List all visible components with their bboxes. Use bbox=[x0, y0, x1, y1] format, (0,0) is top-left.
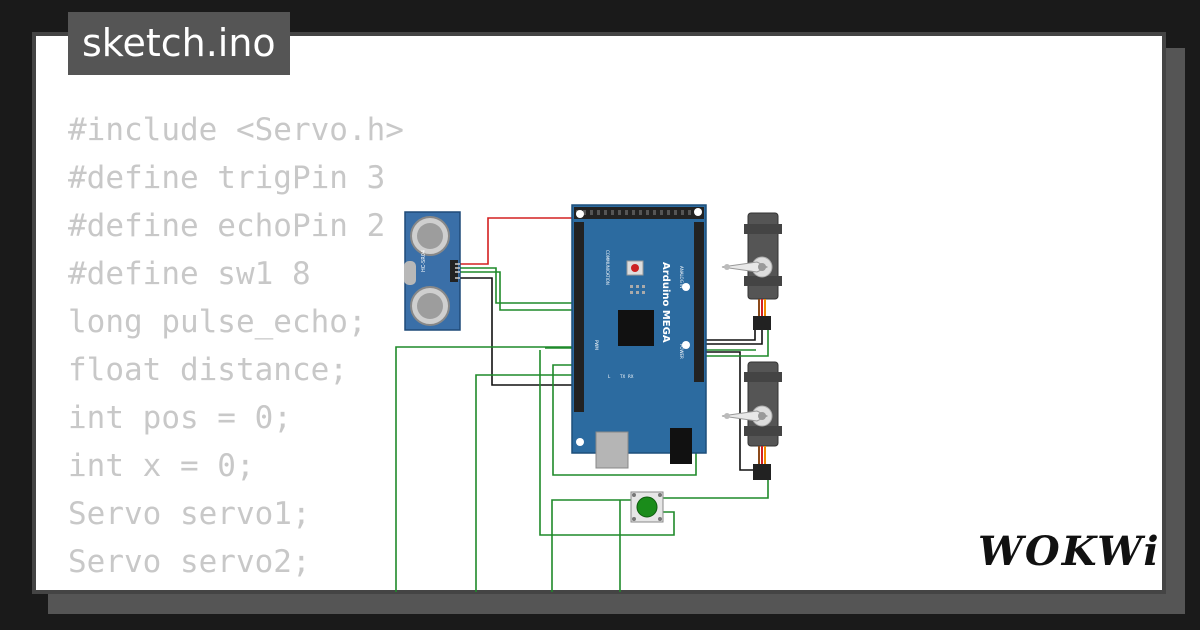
led-label-tx: TX bbox=[619, 374, 625, 379]
code-line: #define sw1 8 bbox=[68, 256, 311, 292]
reset-button-cap[interactable] bbox=[631, 264, 639, 272]
analog-label: ANALOG IN bbox=[679, 266, 684, 288]
wire-button-b[interactable] bbox=[539, 350, 675, 536]
wire-servo-signal-1[interactable] bbox=[395, 346, 578, 600]
code-line: int pos = 0; bbox=[68, 400, 292, 436]
wire-trig[interactable] bbox=[455, 267, 578, 304]
code-line: #define trigPin 3 bbox=[68, 160, 386, 196]
wire-servo-signal-2[interactable] bbox=[475, 374, 578, 600]
servo-motor-1[interactable] bbox=[721, 212, 782, 330]
code-line: #define echoPin 2 bbox=[68, 208, 386, 244]
code-line: long pulse_echo; bbox=[68, 304, 367, 340]
board-name-label: Arduino MEGA bbox=[660, 262, 671, 343]
comm-label: COMMUNICATION bbox=[605, 250, 610, 285]
code-line: Servo servo1; bbox=[68, 496, 311, 532]
wire-servo2-gnd[interactable] bbox=[700, 351, 755, 471]
code-preview: #include <Servo.h> #define trigPin 3 #defi… bbox=[68, 106, 404, 590]
microcontroller-chip bbox=[618, 310, 654, 346]
code-line: float distance; bbox=[68, 352, 348, 388]
wire-echo[interactable] bbox=[455, 271, 578, 311]
wire-servo2-power[interactable] bbox=[663, 478, 769, 499]
wire-sensor-gnd[interactable] bbox=[455, 277, 578, 386]
ultrasonic-sensor[interactable]: HC-SR04 bbox=[404, 211, 461, 331]
usb-port bbox=[595, 431, 629, 469]
power-jack bbox=[670, 428, 692, 464]
wire-servo1-vcc[interactable] bbox=[700, 330, 763, 345]
led-label-rx: RX bbox=[628, 374, 634, 379]
led-label-l: L bbox=[608, 374, 611, 379]
arduino-mega-board[interactable]: Arduino MEGA COMMUNICATION ANALOG IN POW… bbox=[571, 204, 707, 469]
wire-button-a[interactable] bbox=[551, 499, 631, 600]
code-line: #include <Servo.h> bbox=[68, 112, 404, 148]
wire-servo1-gnd[interactable] bbox=[700, 330, 756, 341]
wokwi-logo[interactable]: WOKWi bbox=[978, 528, 1161, 575]
wire-servo1-sig[interactable] bbox=[700, 330, 769, 357]
sensor-model-label: HC-SR04 bbox=[421, 250, 427, 272]
power-label: POWER bbox=[679, 344, 684, 359]
code-line: int x = 0; bbox=[68, 448, 255, 484]
wires bbox=[395, 217, 769, 600]
push-button[interactable] bbox=[630, 491, 664, 523]
servo-motor-2[interactable] bbox=[721, 361, 782, 480]
code-line: d d d t l bbox=[68, 586, 404, 590]
code-line: Servo servo2; bbox=[68, 544, 311, 580]
file-tab[interactable]: sketch.ino bbox=[68, 12, 290, 75]
wire-vcc[interactable] bbox=[455, 217, 578, 265]
pwm-label: PWM bbox=[594, 340, 599, 350]
